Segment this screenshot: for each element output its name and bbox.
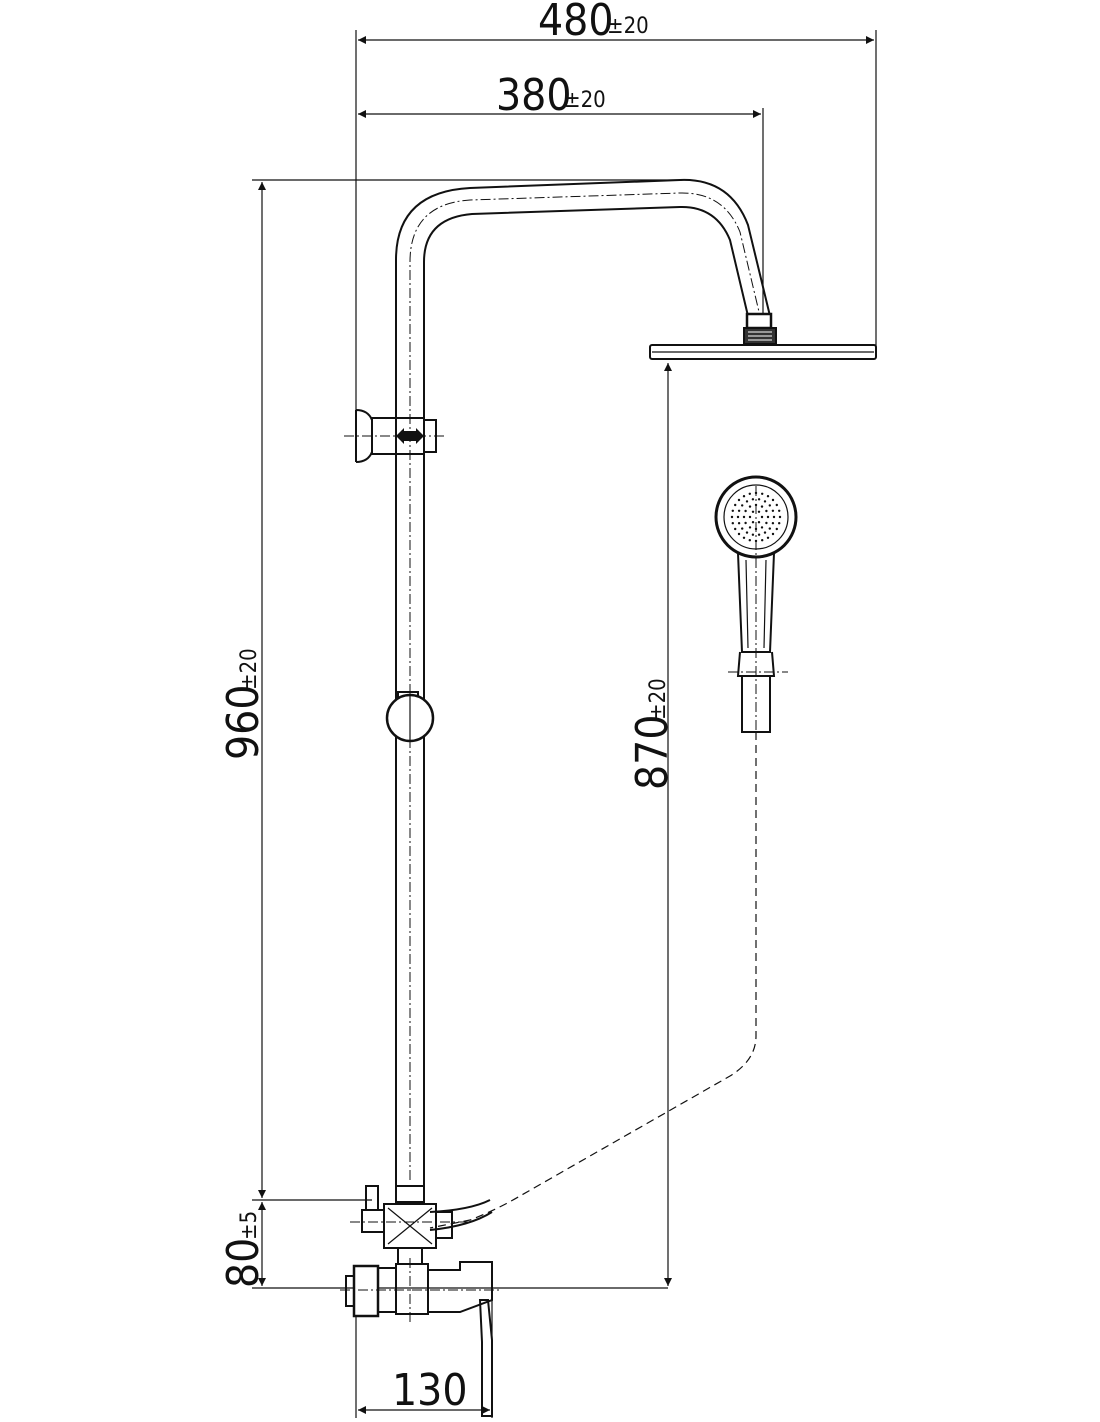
nozzle-dot: [737, 522, 741, 525]
nozzle-dot: [771, 509, 775, 512]
nozzle-dot: [763, 500, 767, 503]
nozzle-dot: [757, 498, 761, 501]
dim-rail-height-value: 960: [218, 684, 269, 760]
nozzle-dot: [748, 505, 752, 508]
nozzle-dot: [734, 527, 737, 531]
nozzle-dot: [772, 515, 776, 519]
nozzle-dot: [730, 515, 734, 519]
nozzle-dot: [742, 495, 746, 498]
dim-arm-reach-tol: ±20: [564, 88, 606, 113]
dim-head-height-value: 870: [627, 714, 678, 790]
nozzle-dot: [761, 492, 764, 495]
nozzle-dot: [775, 527, 778, 531]
arm-connector: [743, 312, 777, 345]
dim-arm-reach-value: 380: [496, 70, 572, 121]
nozzle-dot: [748, 492, 751, 495]
shower-hose: [429, 732, 757, 1229]
dim-head-height: 870 ±20: [627, 363, 678, 1286]
nozzle-dot: [731, 509, 734, 512]
nozzle-dot: [737, 509, 741, 512]
nozzle-dot: [744, 509, 747, 513]
nozzle-dot: [760, 505, 764, 508]
nozzle-dot: [736, 515, 740, 519]
dim-overall-width: 480 ±20: [355, 0, 877, 430]
nozzle-dot: [741, 504, 744, 507]
hand-shower: [714, 475, 798, 740]
nozzle-dot: [742, 536, 746, 539]
dim-overall-width-value: 480: [538, 0, 614, 46]
nozzle-dot: [731, 522, 734, 525]
overhead-shower-head: [649, 344, 877, 360]
nozzle-dot: [778, 509, 781, 512]
mixer-valve: [340, 1258, 500, 1417]
nozzle-dot: [775, 503, 778, 507]
nozzle-dot: [757, 533, 761, 536]
nozzle-dot: [765, 521, 768, 525]
nozzle-dot: [761, 539, 764, 542]
dim-diverter-offset-tol: ±5: [237, 1211, 262, 1240]
nozzle-dot: [771, 498, 775, 502]
nozzle-dot: [748, 515, 752, 519]
nozzle-dot: [771, 532, 775, 536]
hand-shower-slider: [385, 691, 435, 743]
nozzle-dot: [741, 527, 744, 530]
nozzle-dot: [765, 509, 768, 513]
dim-head-height-tol: ±20: [646, 678, 671, 720]
nozzle-dot: [763, 531, 767, 534]
nozzle-dot: [760, 526, 764, 529]
nozzle-dot: [778, 522, 781, 525]
nozzle-dot: [768, 527, 771, 530]
dim-overall-width-tol: ±20: [607, 14, 649, 39]
nozzle-dot: [748, 526, 752, 529]
dim-diverter-offset: 80 ±5: [218, 1202, 668, 1289]
dim-rail-height-tol: ±20: [237, 648, 262, 690]
wall-bracket: [344, 409, 446, 463]
dim-rail-height: 960 ±20: [218, 179, 682, 1201]
nozzle-dot: [742, 515, 746, 519]
nozzle-dot: [760, 515, 764, 519]
nozzle-dot: [751, 510, 755, 513]
nozzle-dot: [778, 515, 782, 519]
riser-rail: [395, 178, 771, 1188]
nozzle-dot: [737, 498, 741, 502]
nozzle-dot: [751, 521, 755, 524]
nozzle-dot: [766, 536, 770, 539]
nozzle-dot: [748, 539, 751, 542]
nozzle-dot: [768, 504, 771, 507]
nozzle-dot: [766, 495, 770, 498]
dim-mixer-depth: 130: [355, 1300, 493, 1418]
hand-shower-nozzles: [730, 491, 782, 543]
nozzle-dot: [757, 521, 761, 524]
nozzle-dot: [766, 515, 770, 519]
nozzle-dot: [745, 531, 749, 534]
dim-diverter-offset-value: 80: [218, 1238, 269, 1288]
nozzle-dot: [734, 503, 737, 507]
nozzle-dot: [745, 500, 749, 503]
diverter: [350, 1185, 470, 1265]
nozzle-dot: [751, 498, 755, 501]
nozzle-dot: [751, 533, 755, 536]
nozzle-dot: [744, 521, 747, 525]
nozzle-dot: [737, 532, 741, 536]
dim-mixer-depth-value: 130: [392, 1365, 468, 1416]
nozzle-dot: [757, 510, 761, 513]
dim-arm-reach: 380 ±20: [358, 70, 764, 320]
nozzle-dot: [771, 522, 775, 525]
